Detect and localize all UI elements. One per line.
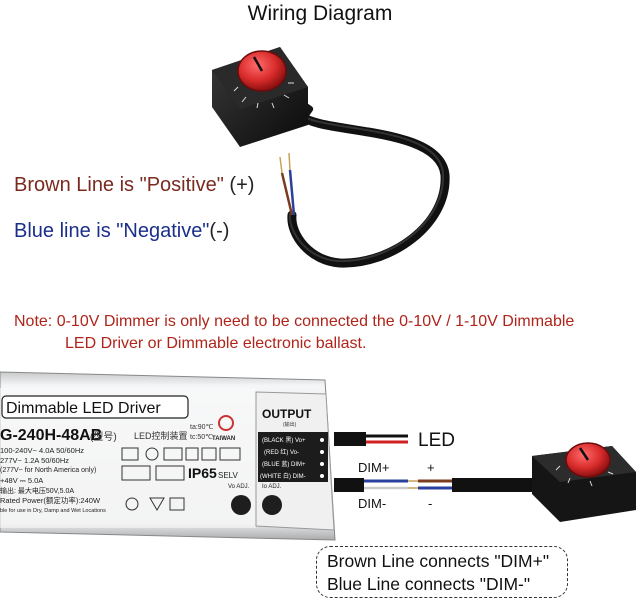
spec-line-6: Rated Power(额定功率):240W: [0, 495, 101, 505]
knob-indicator: [252, 56, 264, 72]
callout-line-1: Brown Line connects "DIM+": [327, 551, 550, 571]
output-title: OUTPUT: [262, 407, 312, 421]
plus-sign: +: [427, 460, 435, 475]
output-subtitle: (输出): [283, 421, 297, 428]
cert-class-icon: [201, 447, 217, 461]
wire-legend-red: (RED 红) Vo-: [264, 448, 299, 456]
blue-line-caption: Blue line is "Negative"(-): [14, 220, 229, 243]
dimmer-cable: [287, 110, 450, 268]
spec-line-3: (277V~ for North America only): [0, 467, 96, 474]
io-adj-knob[interactable]: [262, 495, 282, 515]
blue-line-text: Blue line is "Negative": [14, 220, 210, 242]
ip-rating: IP65: [188, 465, 217, 481]
cert-eac-icon: [219, 447, 241, 461]
cert-warning-icon: [149, 497, 165, 511]
wire-legend-panel: [258, 432, 328, 482]
cert-triangle-icon: [185, 447, 199, 461]
callout-line-2: Blue Line connects "DIM-": [327, 574, 531, 594]
driver-wiring-illustration: Dimmable LED Driver G-240H-48AB (型号) LED…: [0, 371, 636, 541]
spec-line-7: ble for use in Dry, Damp and Wet Locatio…: [0, 508, 106, 514]
brown-line-caption: Brown Line is "Positive" (+): [14, 174, 254, 197]
driver-tc: tc:50℃: [190, 434, 213, 441]
vo-adj-knob[interactable]: [231, 495, 251, 515]
spec-line-5: 输出: 最大电压50V,5.0A: [0, 486, 74, 495]
blue-wire: [288, 169, 296, 216]
selv-label: SELV: [218, 471, 239, 480]
note-line-1: Note: 0-10V Dimmer is only need to be co…: [14, 313, 575, 330]
bottom-knob-indicator: [578, 447, 590, 461]
blue-line-sign: (-): [209, 220, 230, 242]
minus-sign: -: [428, 496, 432, 511]
cert-10-icon: [125, 497, 139, 511]
dim-plus-label: DIM+: [358, 460, 389, 475]
cert-cul-icon: [121, 465, 151, 481]
brown-wire: [280, 172, 294, 216]
wire-legend-blue: (BLUE 蓝) DIM+: [262, 460, 306, 468]
spec-line-2: 277V~ 1.2A 50/60Hz: [0, 456, 69, 465]
cert-ul-icon: [163, 447, 183, 461]
driver-led-control: LED控制装置: [134, 430, 188, 441]
io-adj-label: Io ADJ.: [262, 484, 282, 490]
driver-model: G-240H-48AB: [0, 427, 102, 444]
wire-legend-white: (WHITE 白) DIM-: [260, 472, 306, 480]
connection-callout: Brown Line connects "DIM+" Blue Line con…: [316, 546, 568, 598]
led-label: LED: [418, 430, 455, 451]
vo-adj-label: Vo ADJ.: [228, 484, 250, 490]
driver-brand: TAIWAN: [212, 436, 235, 442]
dimmer-with-cable: [212, 47, 450, 268]
note-line-2: LED Driver or Dimmable electronic ballas…: [65, 335, 367, 352]
dim-cable: [334, 478, 364, 492]
cert-ul2-icon: [155, 465, 185, 481]
spec-line-1: 100-240V~ 4.0A 50/60Hz: [0, 446, 84, 455]
cert-ce-icon: [121, 447, 139, 461]
spec-line-4: +48V ⎓ 5.0A: [0, 476, 43, 485]
cert-110-icon: [169, 497, 185, 511]
driver-label-box: [1, 395, 189, 419]
brown-line-sign: (+): [229, 174, 255, 196]
diagram-title: Wiring Diagram: [247, 2, 393, 25]
certification-marks: [121, 447, 241, 511]
dimmer-note: Note: 0-10V Dimmer is only need to be co…: [14, 311, 640, 355]
dim-minus-label: DIM-: [358, 496, 386, 511]
dimmer-cable-bottom: [452, 478, 532, 492]
driver-model-suffix: (型号): [90, 430, 117, 443]
cert-ccc-icon: [145, 447, 159, 461]
wire-legend-black: (BLACK 黑) Vo+: [262, 437, 306, 444]
brown-line-text: Brown Line is "Positive": [14, 174, 224, 196]
brand-logo-icon: [218, 415, 234, 431]
driver-ta: ta:90℃: [190, 424, 214, 431]
led-cable: [334, 432, 366, 446]
driver-label: Dimmable LED Driver: [6, 400, 161, 417]
